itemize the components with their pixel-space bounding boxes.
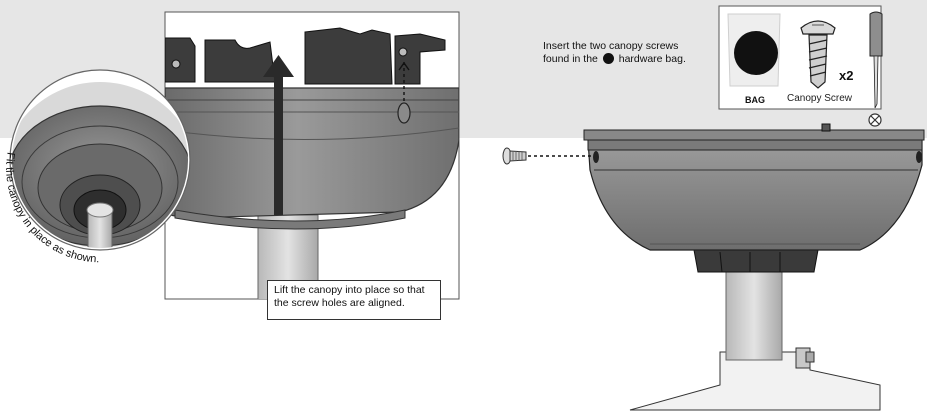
lift-canopy-panel	[164, 11, 460, 300]
bag-dot-inline-icon	[602, 53, 614, 64]
bag-label: BAG	[745, 95, 765, 105]
arrow-up-icon	[263, 55, 294, 215]
hardware-box	[718, 5, 883, 110]
canopy-screw-loose	[502, 147, 527, 165]
downrod-right	[725, 269, 783, 361]
lift-canopy-callout: Lift the canopy into place so that the s…	[267, 280, 441, 320]
mounting-bracket	[165, 27, 446, 85]
insert-screws-callout: Insert the two canopy screws found in th…	[537, 38, 713, 78]
canopy-screw-icon	[800, 20, 836, 89]
insert-screws-line1: Insert the two canopy screws	[543, 40, 679, 52]
fit-canopy-inset	[9, 69, 191, 251]
screwdriver-icon	[869, 11, 883, 109]
canopy-screw-label: Canopy Screw	[787, 93, 853, 104]
bag-dot-icon	[734, 31, 778, 75]
insert-screws-line2b: hardware bag.	[618, 53, 686, 65]
insert-screws-line2: found in the hardware bag.	[543, 53, 707, 66]
insert-screws-line2a: found in the	[543, 53, 598, 65]
insert-screws-scene	[502, 113, 925, 411]
screw-quantity: x2	[839, 68, 854, 83]
lift-canopy-line2: the screw holes are aligned.	[274, 297, 405, 309]
screw-hole	[397, 102, 411, 124]
canopy-bowl	[165, 87, 459, 219]
lift-canopy-line1: Lift the canopy into place so that	[274, 284, 425, 296]
canopy-bowl-right	[587, 139, 923, 251]
